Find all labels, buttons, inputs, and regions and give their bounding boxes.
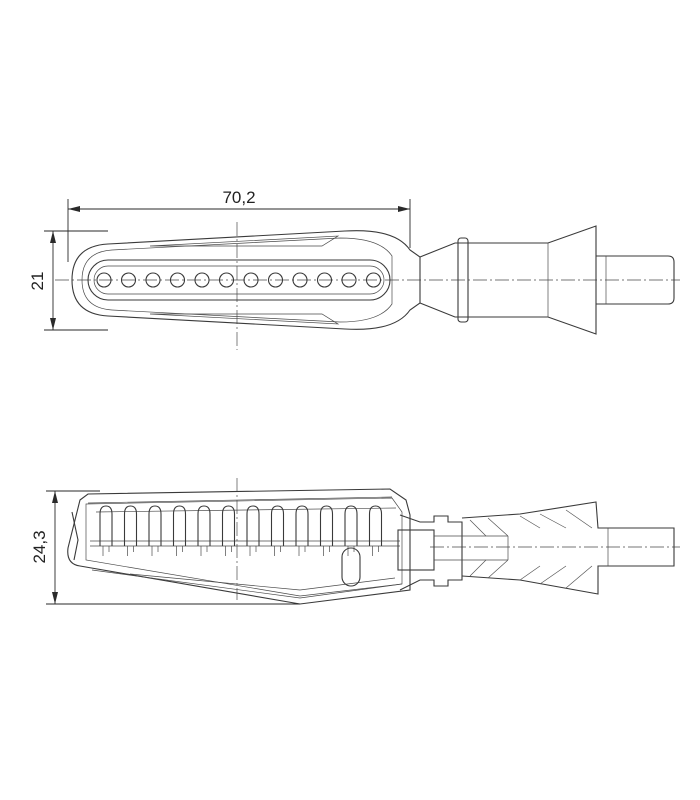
width-dimension-label: 21 [28,272,47,291]
lens-band-line [95,507,397,513]
led-circle [365,272,382,288]
housing-outline [67,488,411,605]
top-chevron-lower [149,313,340,325]
hatch-line [519,515,541,529]
led-profile [197,505,211,546]
height-arrow-top [52,491,58,503]
length-arrow-right [398,206,410,212]
led-profile [295,505,309,546]
led-profile [344,505,358,546]
stem-section-outline [461,501,675,595]
top-view: 21 70,2 [28,188,680,350]
top-led-row [96,272,382,288]
led-profile [221,505,236,546]
side-view: 24,3 [30,478,680,605]
connector-inner [397,529,435,571]
led-profile [270,505,285,546]
led-profile [172,505,187,546]
led-circle [169,272,186,288]
hatch-line [469,559,487,577]
led-circle [96,272,112,288]
led-circle [267,272,284,288]
hatch-line [565,565,593,589]
stem-outline [419,225,597,335]
top-chevron-upper [149,235,340,247]
led-strip-inner [93,265,385,295]
side-led-row [99,505,383,556]
hatch-line [565,509,593,529]
led-circle [243,272,259,288]
housing-lower-slope [91,569,403,599]
led-profile [148,505,162,546]
lens-inner-outline [81,237,393,323]
led-circle [292,272,308,288]
led-strip-outer [87,259,391,301]
front-lens-tip [71,511,79,561]
led-circle [194,272,210,288]
section-hatching [469,509,593,589]
led-profile [123,505,138,546]
width-arrow-bottom [50,318,56,330]
led-circle [218,272,235,288]
height-arrow-bottom [52,592,58,604]
led-profile [246,505,260,546]
hatch-line [539,565,567,585]
length-arrow-left [68,206,80,212]
hatch-line [487,517,509,537]
hatch-line [469,519,487,537]
hatch-line [519,565,541,581]
stem-ring [457,237,469,323]
led-circle [341,272,357,288]
hatch-line [487,559,509,579]
led-profile [368,505,383,546]
led-profile [319,505,334,546]
lens-top-line [87,496,393,504]
length-dimension-label: 70,2 [222,188,255,207]
led-circle [120,272,137,288]
hatch-line [539,513,567,529]
lens-body-outline [71,230,421,330]
housing-lower-slope-inner [129,573,396,591]
width-arrow-top [50,231,56,243]
flange-outline [399,514,463,591]
led-circle [316,272,333,288]
led-circle [145,272,161,288]
led-profile [99,505,113,546]
height-dimension-label: 24,3 [30,530,49,563]
shaft-outline [596,255,675,305]
capacitor-body [341,547,361,587]
